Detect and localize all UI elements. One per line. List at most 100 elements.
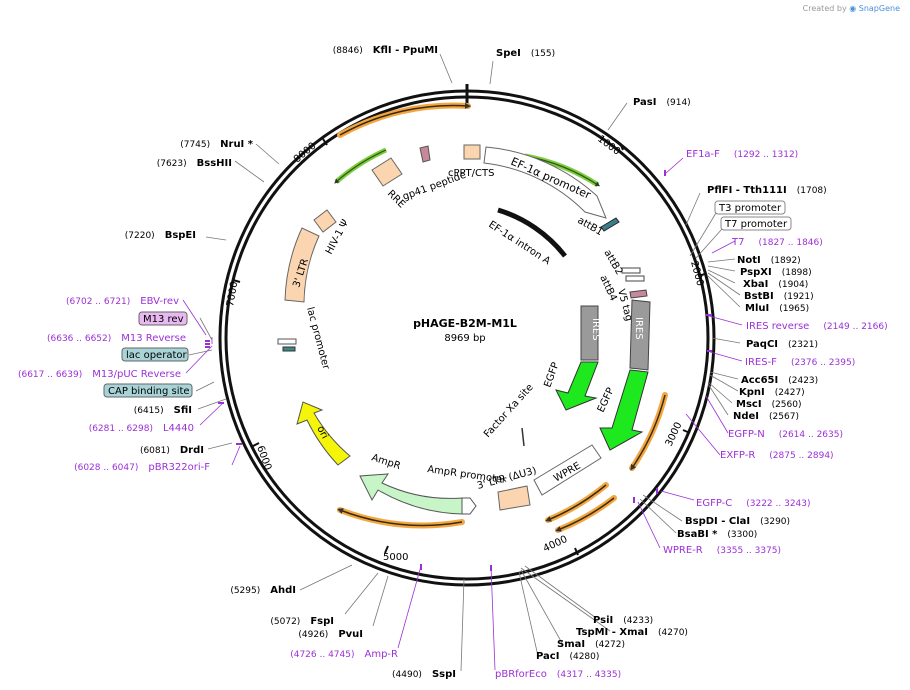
primer-label: T7(1827 .. 1846) (731, 237, 823, 248)
site-label: SmaI(4272) (557, 639, 625, 650)
primer-labels: EF1a-F(1292 .. 1312) T7(1827 .. 1846) IR… (495, 149, 888, 680)
boxed-leader-lines (188, 212, 723, 392)
ori-label: ori (314, 424, 330, 441)
lac-operator-label: lac operator (126, 350, 187, 361)
site-label: BsaBI *(3300) (677, 529, 757, 540)
wpre-feature (533, 444, 602, 496)
site-label: NdeI(2567) (733, 411, 799, 422)
site-label: (5072)FspI (270, 616, 334, 627)
gp41-feature (419, 145, 431, 163)
factor-xa-label: Factor Xa site (482, 382, 536, 440)
site-leader-lines (197, 53, 741, 672)
tick-label: 4000 (542, 534, 570, 555)
site-label: (4926)PvuI (298, 629, 363, 640)
site-label: PasI(914) (633, 97, 691, 108)
attb2-label: attB2 (601, 248, 624, 277)
primer-label: EXFP-R(2875 .. 2894) (720, 450, 834, 461)
orf-arcs (337, 102, 668, 533)
factor-xa-mark (521, 427, 525, 447)
primer-label: (6636 .. 6652)M13 Reverse (47, 333, 186, 344)
ltr3-feature (497, 485, 531, 511)
primer-label: (6281 .. 6298)L4440 (89, 423, 194, 434)
primer-marks (205, 170, 712, 571)
site-label: Acc65I(2423) (741, 375, 818, 386)
primer-label: (6028 .. 6047)pBR322ori-F (74, 462, 210, 473)
site-label: TspMI - XmaI(4270) (576, 627, 688, 638)
cppt-label: cPPT/CTS (448, 168, 494, 179)
site-label: (8846)KflI - PpuMI (333, 45, 438, 56)
t3-promoter-label: T3 promoter (718, 203, 782, 214)
primer-labels-left: (4726 .. 4745)Amp-R (6028 .. 6047)pBR322… (18, 296, 398, 660)
site-labels: SpeI(155) PasI(914) PflFI - Tth111I(1708… (496, 48, 827, 662)
site-label: MluI(1965) (745, 303, 809, 314)
primer-label: (6702 .. 6721)EBV-rev (66, 296, 179, 307)
attb1-label: attB1 (576, 215, 605, 238)
primer-leader-lines (182, 157, 743, 671)
site-label: (6415)SfiI (134, 405, 192, 416)
tick-label: 7000 (225, 281, 240, 308)
lac-promoter-bar (277, 338, 297, 345)
lac-promoter-label: lac promoter (304, 306, 331, 372)
ires-outer-feature (629, 299, 651, 371)
attb4-feature (625, 275, 645, 282)
ef1a-promoter-feature (483, 146, 607, 219)
site-label: (7623)BssHII (157, 158, 232, 169)
primer-label: (6617 .. 6639)M13/pUC Reverse (18, 369, 181, 380)
tick-label: 5000 (383, 552, 408, 563)
primer-label: IRES-F(2376 .. 2395) (745, 357, 855, 368)
site-label: PspXI(1898) (740, 267, 812, 278)
site-label: (6081)DrdI (140, 445, 204, 456)
cppt-feature (463, 144, 481, 160)
site-label: (5295)AhdI (230, 585, 296, 596)
v5-tag-feature (629, 289, 648, 299)
site-label: (7745)NruI * (180, 139, 254, 150)
credit-brand: SnapGene (858, 4, 900, 13)
egfp-outer-label: EGFP (596, 386, 617, 414)
ef1a-intron-label: EF-1α intron A (486, 219, 552, 267)
primer-label: pBRforEco(4317 .. 4335) (495, 669, 621, 680)
egfp-inner-label: EGFP (542, 361, 561, 389)
ires-inner-feature (580, 305, 599, 361)
boxed-labels: T3 promoter T7 promoter M13 rev lac oper… (103, 200, 792, 398)
tick-marks (232, 138, 706, 556)
plasmid-name: pHAGE-B2M-M1L (413, 317, 517, 330)
snapgene-credit: Created by ◉ SnapGene (803, 4, 900, 13)
attb4-label: attB4 (597, 274, 618, 303)
snapgene-logo-icon: ◉ (849, 4, 857, 13)
primer-label: WPRE-R(3355 .. 3375) (663, 545, 781, 556)
egfp-outer-feature (599, 369, 649, 451)
t7-promoter-label: T7 promoter (724, 219, 788, 230)
m13-rev-label: M13 rev (143, 314, 184, 325)
site-label: SpeI(155) (496, 48, 555, 59)
primer-label: IRES reverse(2149 .. 2166) (746, 321, 888, 332)
site-label: PaqCI(2321) (746, 339, 818, 350)
primer-label: (4726 .. 4745)Amp-R (290, 649, 398, 660)
primer-label: EGFP-N(2614 .. 2635) (728, 429, 843, 440)
attb2-feature (621, 267, 641, 274)
site-label: (4490)SspI (392, 669, 456, 680)
site-label: XbaI(1904) (743, 279, 808, 290)
hiv-psi-feature (313, 209, 337, 233)
ampr-label: AmpR (370, 452, 402, 472)
ampr-feature (359, 473, 463, 515)
tick-label: 3000 (664, 421, 685, 449)
attb1-feature (600, 217, 620, 232)
site-label: PsiI(4233) (593, 615, 653, 626)
cap-binding-site-label: CAP binding site (108, 386, 190, 397)
ltr5-feature (284, 227, 320, 303)
ef1a-intron-arc (497, 207, 567, 258)
ori-feature (296, 401, 351, 466)
site-label: PflFI - Tth111I(1708) (707, 185, 827, 196)
plasmid-size: 8969 bp (444, 333, 485, 344)
ampr-promoter-label: AmpR promoter (427, 464, 508, 486)
site-label: PacI(4280) (536, 651, 599, 662)
credit-prefix: Created by (802, 4, 847, 13)
lac-operator-mark (282, 346, 296, 352)
site-label: BstBI(1921) (744, 291, 814, 302)
ampr-promoter-feature (461, 497, 477, 515)
site-label: BspDI - ClaI(3290) (685, 516, 790, 527)
site-label: (7220)BspEI (125, 230, 196, 241)
site-labels-left: (4490)SspI (4926)PvuI (5072)FspI (5295)A… (125, 45, 456, 680)
primer-label: EGFP-C(3222 .. 3243) (696, 498, 811, 509)
